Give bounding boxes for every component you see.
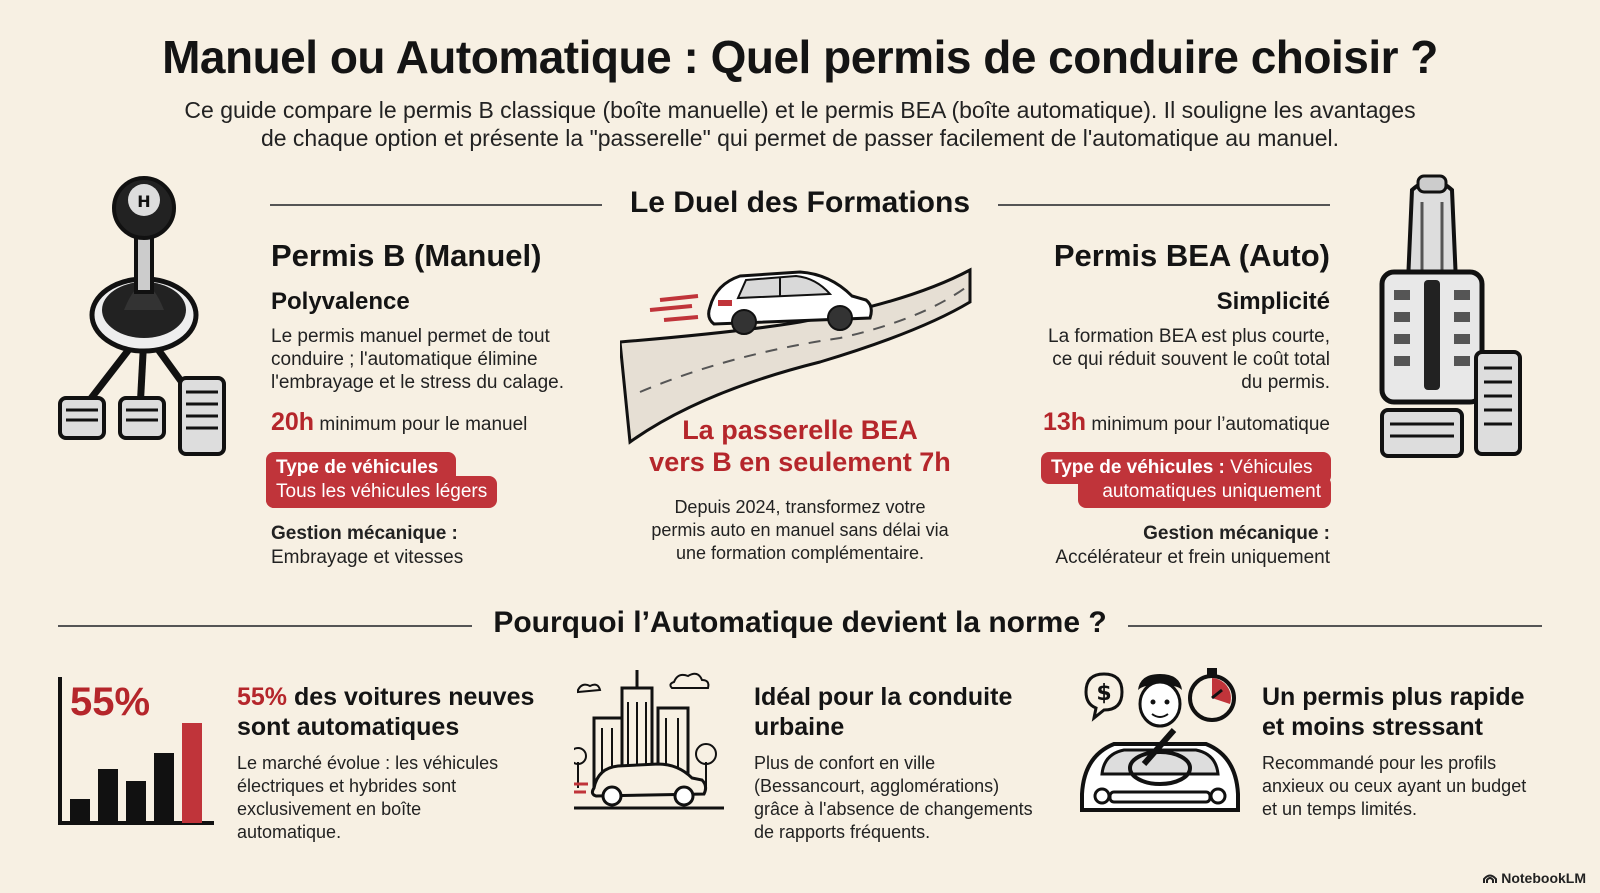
- auto-vehicle-value-1: Véhicules: [1230, 457, 1313, 478]
- divider-right: [998, 204, 1330, 206]
- manual-hours-text: minimum pour le manuel: [319, 414, 528, 435]
- intro-text: Ce guide compare le permis B classique (…: [120, 96, 1480, 152]
- road-car-illustration: [620, 262, 975, 447]
- manual-hours-value: 20h: [271, 408, 315, 436]
- manual-description: Le permis manuel permet de tout conduire…: [271, 326, 565, 393]
- auto-subtitle: Simplicité: [1216, 288, 1330, 315]
- manual-hours: 20h minimum pour le manuel: [271, 408, 527, 437]
- auto-vehicle-value-2: automatiques uniquement: [1102, 481, 1321, 502]
- fast-heading: Un permis plus rapide et moins stressant: [1262, 683, 1525, 741]
- manual-vehicle-value-badge: Tous les véhicules légers: [266, 476, 498, 508]
- manual-mech-label: Gestion mécanique :: [271, 523, 458, 544]
- brand-logo-icon: [1483, 872, 1498, 884]
- manual-title: Permis B (Manuel): [271, 238, 542, 273]
- bar-2: [98, 769, 118, 823]
- bar-5: [182, 723, 202, 823]
- manual-mechanics: Gestion mécanique : Embrayage et vitesse…: [271, 522, 463, 570]
- intro-line-1: Ce guide compare le permis B classique (…: [184, 97, 1416, 123]
- divider-left: [270, 204, 602, 206]
- auto-hours-value: 13h: [1042, 408, 1087, 436]
- auto-hours: 13h minimum pour l’automatique: [1043, 408, 1330, 437]
- urban-description: Plus de confort en ville (Bessancourt, a…: [754, 753, 1033, 842]
- auto-description: La formation BEA est plus courte, ce qui…: [1048, 326, 1330, 393]
- auto-hours-text: minimum pour l’automatique: [1091, 414, 1330, 435]
- bridge-description: Depuis 2024, transformez votre permis au…: [651, 497, 949, 563]
- stat-description: Le marché évolue : les véhicules électri…: [237, 753, 499, 842]
- bar-3: [126, 781, 146, 823]
- auto-title: Permis BEA (Auto): [1053, 238, 1330, 273]
- bar-4: [154, 753, 174, 823]
- fast-description: Recommandé pour les profils anxieux ou c…: [1262, 753, 1527, 819]
- manual-gearstick-icon: H: [52, 170, 242, 470]
- sales-bar-chart: [56, 675, 216, 827]
- divider-why-right: [1128, 625, 1542, 627]
- page-title: Manuel ou Automatique : Quel permis de c…: [162, 31, 1438, 83]
- stat-heading-red: 55%: [237, 683, 288, 711]
- bridge-title: La passerelle BEA vers B en seulement 7h: [649, 415, 951, 477]
- auto-vehicle-label: Type de véhicules :: [1051, 457, 1225, 478]
- divider-why-left: [58, 625, 472, 627]
- auto-mech-value: Accélérateur et frein uniquement: [1055, 547, 1330, 568]
- manual-subtitle: Polyvalence: [271, 288, 410, 315]
- svg-text:$: $: [1096, 681, 1111, 706]
- urban-heading: Idéal pour la conduite urbaine: [754, 683, 1013, 741]
- chart-percent-label: 55%: [70, 680, 151, 724]
- brand-name: NotebookLM: [1501, 870, 1586, 886]
- city-car-icon: [574, 668, 734, 828]
- auto-vehicle-value-badge: automatiques uniquement: [1078, 476, 1331, 508]
- brand-mark: NotebookLM: [1483, 870, 1586, 886]
- driver-icon: $: [1080, 664, 1240, 824]
- auto-mechanics: Gestion mécanique : Accélérateur et frei…: [1055, 522, 1330, 570]
- manual-vehicle-value: Tous les véhicules légers: [276, 481, 488, 502]
- bar-1: [70, 799, 90, 823]
- automatic-gearstick-icon: [1372, 172, 1542, 472]
- duel-section-title: Le Duel des Formations: [629, 186, 971, 219]
- auto-mech-label: Gestion mécanique :: [1143, 523, 1330, 544]
- stat-heading: 55% des voitures neuves sont automatique…: [237, 683, 535, 741]
- why-section-title: Pourquoi l’Automatique devient la norme …: [493, 606, 1107, 639]
- manual-mech-value: Embrayage et vitesses: [271, 547, 464, 568]
- intro-line-2: de chaque option et présente la "passere…: [260, 125, 1340, 151]
- svg-text:H: H: [137, 192, 150, 211]
